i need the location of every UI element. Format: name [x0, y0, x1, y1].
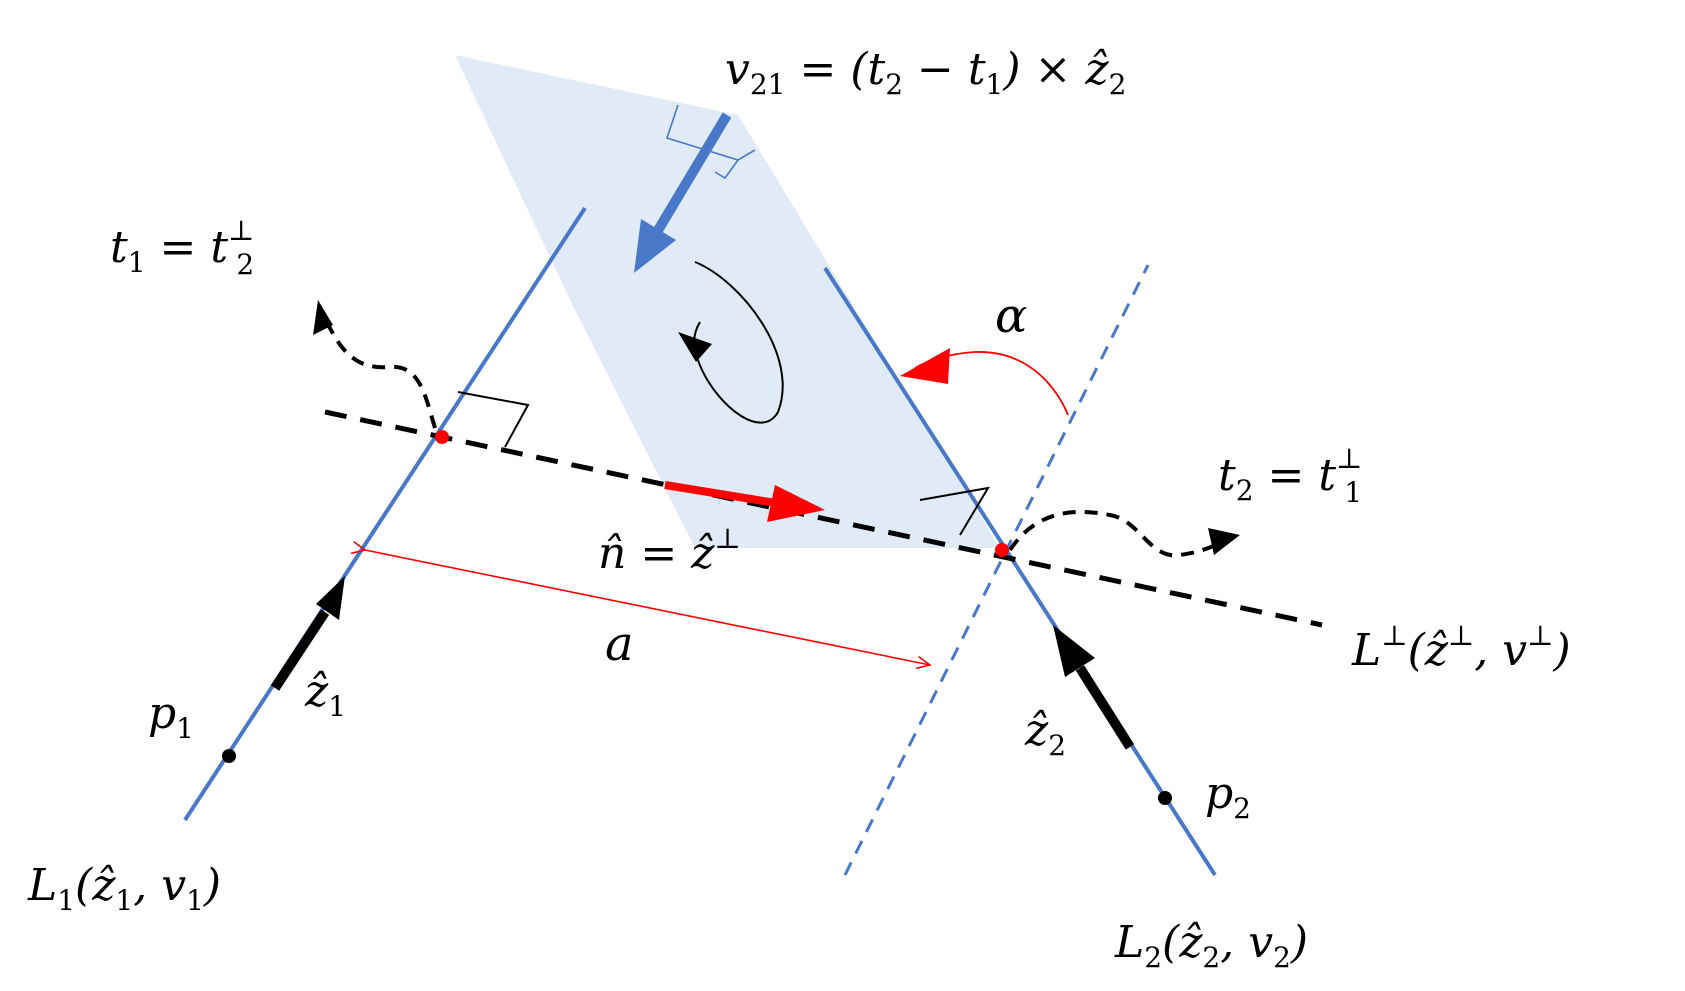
t1-curved-arrow — [323, 317, 437, 429]
intersection-point-2 — [995, 543, 1009, 557]
label-a: a — [605, 616, 634, 672]
dashed-line-parallel — [843, 264, 1150, 876]
t1-arrow-head — [313, 300, 333, 335]
v21-arrow-shaft — [652, 112, 732, 235]
label-z1: ẑ1 — [304, 666, 346, 723]
label-p2: p2 — [1205, 768, 1251, 825]
label-L1: L1(ẑ1, v1) — [27, 860, 221, 917]
label-v21: v21 = (t2 − t1) × ẑ2 — [725, 44, 1126, 101]
n-hat-arrow-shaft — [664, 481, 783, 508]
label-t2: t2 = t⊥1 — [1218, 442, 1362, 509]
z2-arrow-shaft — [1075, 665, 1135, 750]
label-p1: p1 — [148, 688, 194, 745]
line-L1 — [183, 206, 587, 822]
rotation-arrow-head — [678, 332, 712, 362]
plane-region — [455, 55, 1000, 548]
label-z2: ẑ2 — [1024, 705, 1066, 762]
z1-arrow-head — [316, 576, 345, 620]
right-angle-marker-1 — [457, 391, 530, 448]
intersection-point-1 — [435, 430, 449, 444]
v21-arrow-head — [634, 219, 676, 273]
t2-arrow-head — [1208, 528, 1240, 555]
point-p1 — [222, 749, 236, 763]
label-L-perp: L⊥(ẑ⊥, v⊥) — [1351, 619, 1571, 676]
label-t1: t1 = t⊥2 — [110, 214, 254, 281]
n-hat-arrow-head — [767, 485, 825, 522]
line-L-perp — [324, 409, 1323, 628]
label-n-hat: n̂ = ẑ⊥ — [598, 522, 741, 579]
z1-arrow-shaft — [270, 609, 330, 691]
label-alpha: α — [995, 288, 1027, 344]
z2-arrow-head — [1053, 625, 1095, 677]
alpha-arrow-head — [900, 348, 950, 384]
point-p2 — [1158, 791, 1172, 805]
t2-curved-arrow — [1008, 509, 1223, 558]
label-L2: L2(ẑ2, v2) — [1114, 917, 1308, 974]
line-L2 — [823, 266, 1217, 877]
distance-a-arrow — [365, 550, 930, 665]
right-angle-marker-2 — [919, 486, 990, 536]
